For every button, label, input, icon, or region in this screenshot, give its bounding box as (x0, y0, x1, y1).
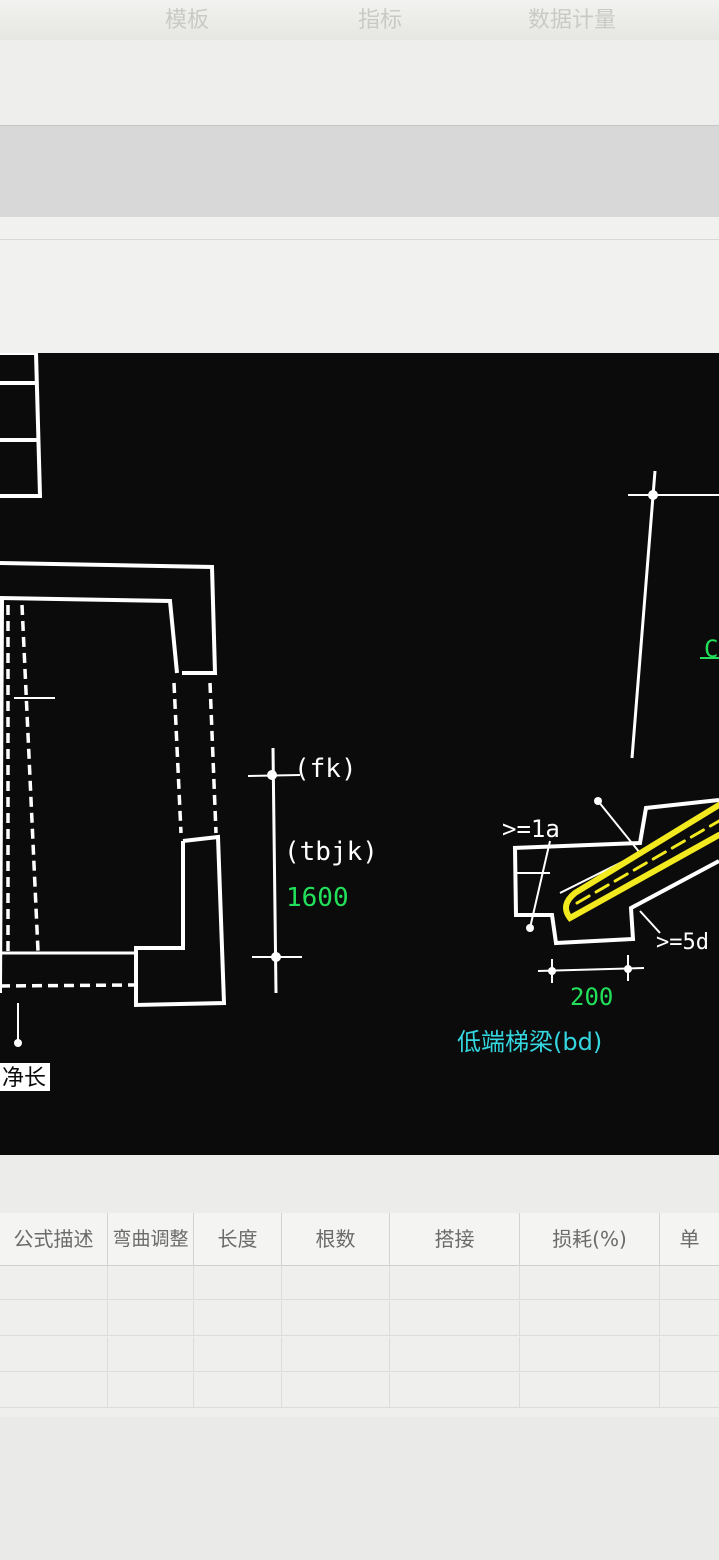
label-ge-la: >=1a (502, 815, 560, 843)
tab-template[interactable]: 模板 (165, 8, 210, 33)
table-empty-area (0, 1417, 719, 1560)
dimension-1600: 1600 (286, 883, 349, 913)
label-fk: (fk) (294, 754, 357, 784)
label-tbjk: (tbjk) (284, 837, 378, 867)
label-ge-5d: >=5d (656, 930, 709, 955)
label-low-end-beam: 低端梯梁(bd) (457, 1028, 602, 1056)
column-formula-desc[interactable]: 公式描述 (0, 1213, 108, 1265)
rebar-table: 公式描述 弯曲调整 长度 根数 搭接 损耗(%) 单 (0, 1155, 719, 1560)
dimension-200: 200 (570, 983, 613, 1011)
panel-header (0, 217, 719, 355)
table-body (0, 1265, 719, 1415)
column-loss-percent[interactable]: 损耗(%) (520, 1213, 660, 1265)
tab-data-measure[interactable]: 数据计量 (528, 8, 617, 33)
top-tab-bar: 模板 指标 数据计量 (0, 0, 719, 41)
column-lap[interactable]: 搭接 (390, 1213, 520, 1265)
ribbon-area (0, 125, 719, 219)
column-length[interactable]: 长度 (194, 1213, 282, 1265)
column-bend-adjust[interactable]: 弯曲调整 (108, 1213, 194, 1265)
table-row[interactable] (0, 1265, 719, 1300)
rebar-diagram: (fk) (tbjk) 1600 >=1a >=5d 200 低端梯梁(bd) … (0, 353, 719, 1091)
cad-drawing-canvas[interactable]: (fk) (tbjk) 1600 >=1a >=5d 200 低端梯梁(bd) … (0, 353, 719, 1155)
table-row[interactable] (0, 1373, 719, 1408)
toolbar-area (0, 40, 719, 125)
column-unit[interactable]: 单 (679, 1227, 700, 1251)
column-count[interactable]: 根数 (282, 1213, 390, 1265)
table-toolbar (0, 1155, 719, 1214)
table-header: 公式描述 弯曲调整 长度 根数 搭接 损耗(%) 单 (0, 1213, 719, 1266)
table-row[interactable] (0, 1337, 719, 1372)
table-row[interactable] (0, 1301, 719, 1336)
label-net-length: 净长 (2, 1066, 46, 1091)
label-partial-c: C (704, 635, 718, 663)
tab-index[interactable]: 指标 (358, 8, 403, 33)
